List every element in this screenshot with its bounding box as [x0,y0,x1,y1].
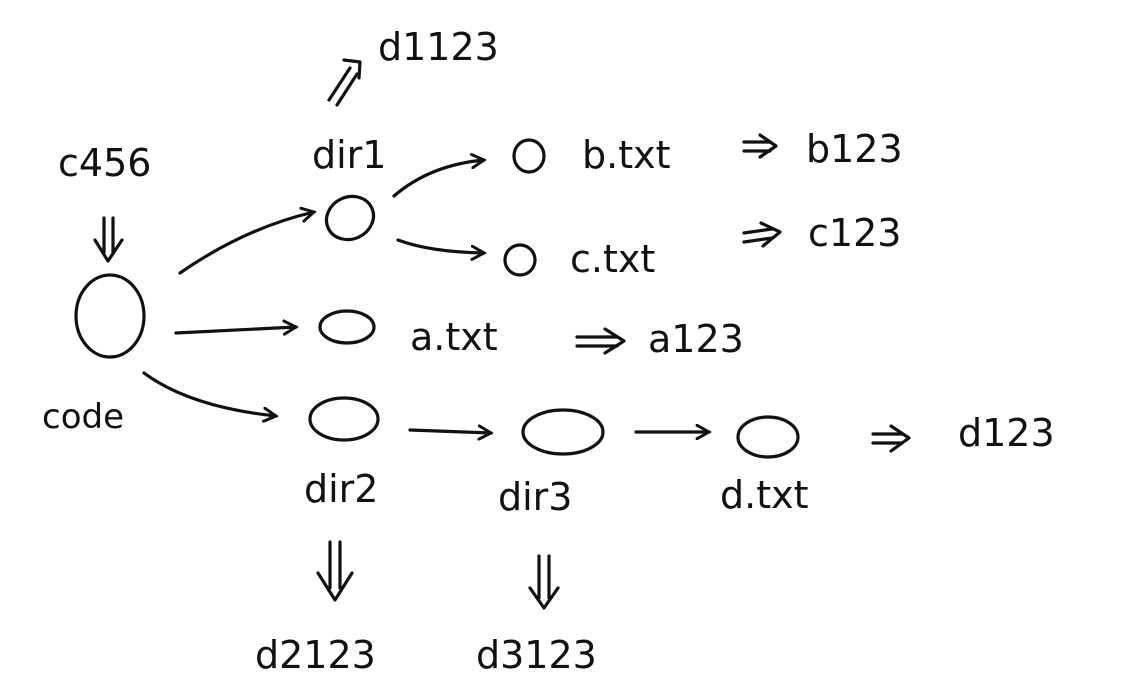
double-arrow-c-txt-hash [742,221,782,248]
label-dir2: dir2 [304,467,378,511]
double-arrow-code-hash [93,216,124,263]
node-code [74,273,146,359]
edge-code-a-txt [174,327,296,333]
label-b-txt: b.txt [582,133,671,177]
node-dir2 [308,396,380,442]
hash-dir3: d3123 [476,633,597,677]
edge-dir1-b-txt [392,160,484,198]
edge-dir1-c-txt [396,238,484,253]
label-a-txt: a.txt [410,315,498,359]
node-a-txt [318,309,376,345]
label-dir1: dir1 [312,133,386,177]
hash-c-txt: c123 [808,211,901,255]
node-dir3 [521,408,605,456]
label-d-txt: d.txt [720,473,809,517]
double-arrow-b-txt-hash [742,133,778,159]
node-b-txt [512,138,546,174]
edge-code-dir1 [178,212,314,275]
label-dir3: dir3 [498,475,572,519]
label-code: code [42,397,124,437]
double-arrow-dir2-hash [316,540,354,602]
node-c-txt [503,243,537,277]
label-c-txt: c.txt [570,237,655,281]
hash-a-txt: a123 [648,317,744,361]
edge-code-dir2 [142,371,276,416]
double-arrow-d-txt-hash [871,424,911,453]
hash-code: c456 [58,141,151,185]
double-arrow-dir1-hash [327,58,362,107]
hash-d-txt: d123 [958,411,1055,455]
double-arrow-dir3-hash [528,554,560,610]
edge-dir2-dir3 [408,430,491,433]
node-dir1 [324,194,376,242]
double-arrow-a-txt-hash [575,327,626,355]
hash-b-txt: b123 [806,127,903,171]
hash-dir2: d2123 [255,633,376,677]
hash-dir1: d1123 [378,25,499,69]
node-d-txt [736,415,800,459]
